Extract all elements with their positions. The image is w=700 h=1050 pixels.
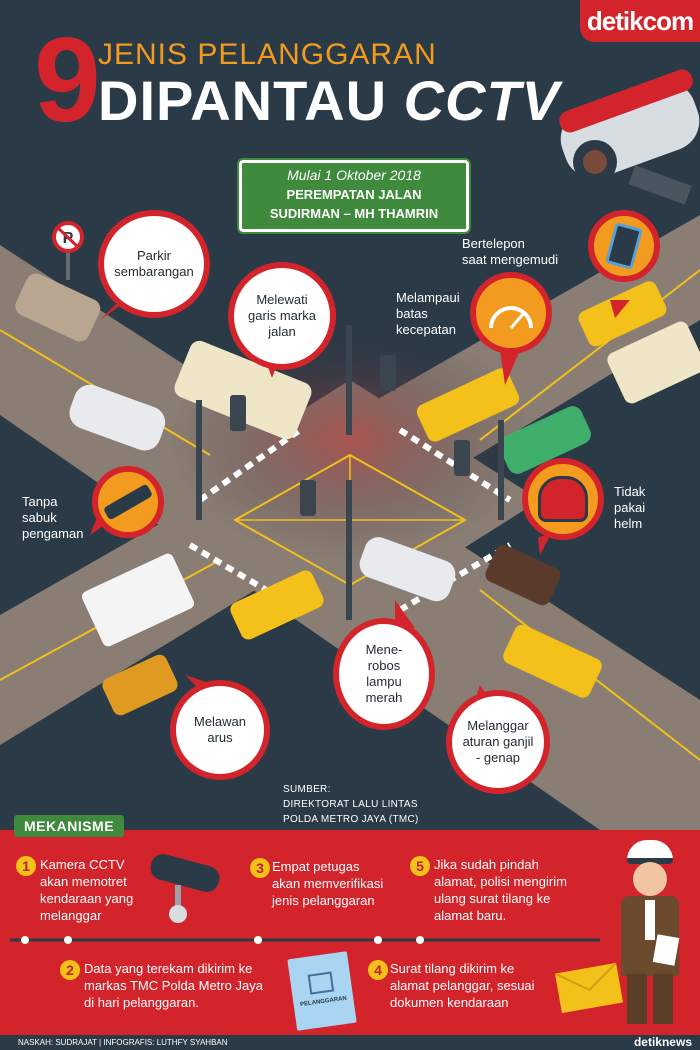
sign-date: Mulai 1 Oktober 2018: [287, 167, 421, 183]
sign-line2: SUDIRMAN – MH THAMRIN: [269, 206, 439, 221]
police-officer-icon: [605, 840, 695, 1030]
seatbelt-icon: [102, 483, 154, 521]
no-parking-icon: P: [52, 221, 84, 280]
envelope-icon: [554, 962, 624, 1014]
brand-logo: detikcom: [580, 0, 700, 42]
helmet-icon: [538, 476, 588, 522]
bubble-helm: [522, 458, 604, 540]
mekanisme-title: MEKANISME: [14, 815, 125, 837]
footer: NASKAH: SUDRAJAT | INFOGRAFIS: LUTHFY SY…: [0, 1035, 700, 1050]
footer-logo: detiknews: [633, 1035, 692, 1049]
title-number: 9: [34, 13, 101, 147]
step-3-number: 3: [250, 858, 270, 878]
bubble-sabuk: [92, 466, 164, 538]
sign-line1: PEREMPATAN JALAN: [286, 187, 422, 202]
speedometer-icon: [489, 306, 533, 329]
vehicles: [15, 273, 700, 716]
cctv-camera-icon: [145, 851, 225, 925]
step-1-number: 1: [16, 856, 36, 876]
phone-icon: [605, 222, 643, 270]
title-line2: DIPANTAU CCTV: [98, 69, 561, 132]
step-4-number: 4: [368, 960, 388, 980]
cctv-camera-icon: [559, 69, 700, 205]
title-line1: JENIS PELANGGARAN: [98, 38, 437, 71]
footer-credit: NASKAH: SUDRAJAT | INFOGRAFIS: LUTHFY SY…: [18, 1038, 228, 1047]
step-2-number: 2: [60, 960, 80, 980]
bubble-telepon: [588, 210, 660, 282]
document-icon: PELANGGARAN: [287, 951, 357, 1031]
bubble-kecepatan: [470, 272, 552, 354]
timeline: [10, 936, 600, 944]
street-sign: Mulai 1 Oktober 2018 PEREMPATAN JALAN SU…: [237, 158, 471, 234]
step-5-number: 5: [410, 856, 430, 876]
